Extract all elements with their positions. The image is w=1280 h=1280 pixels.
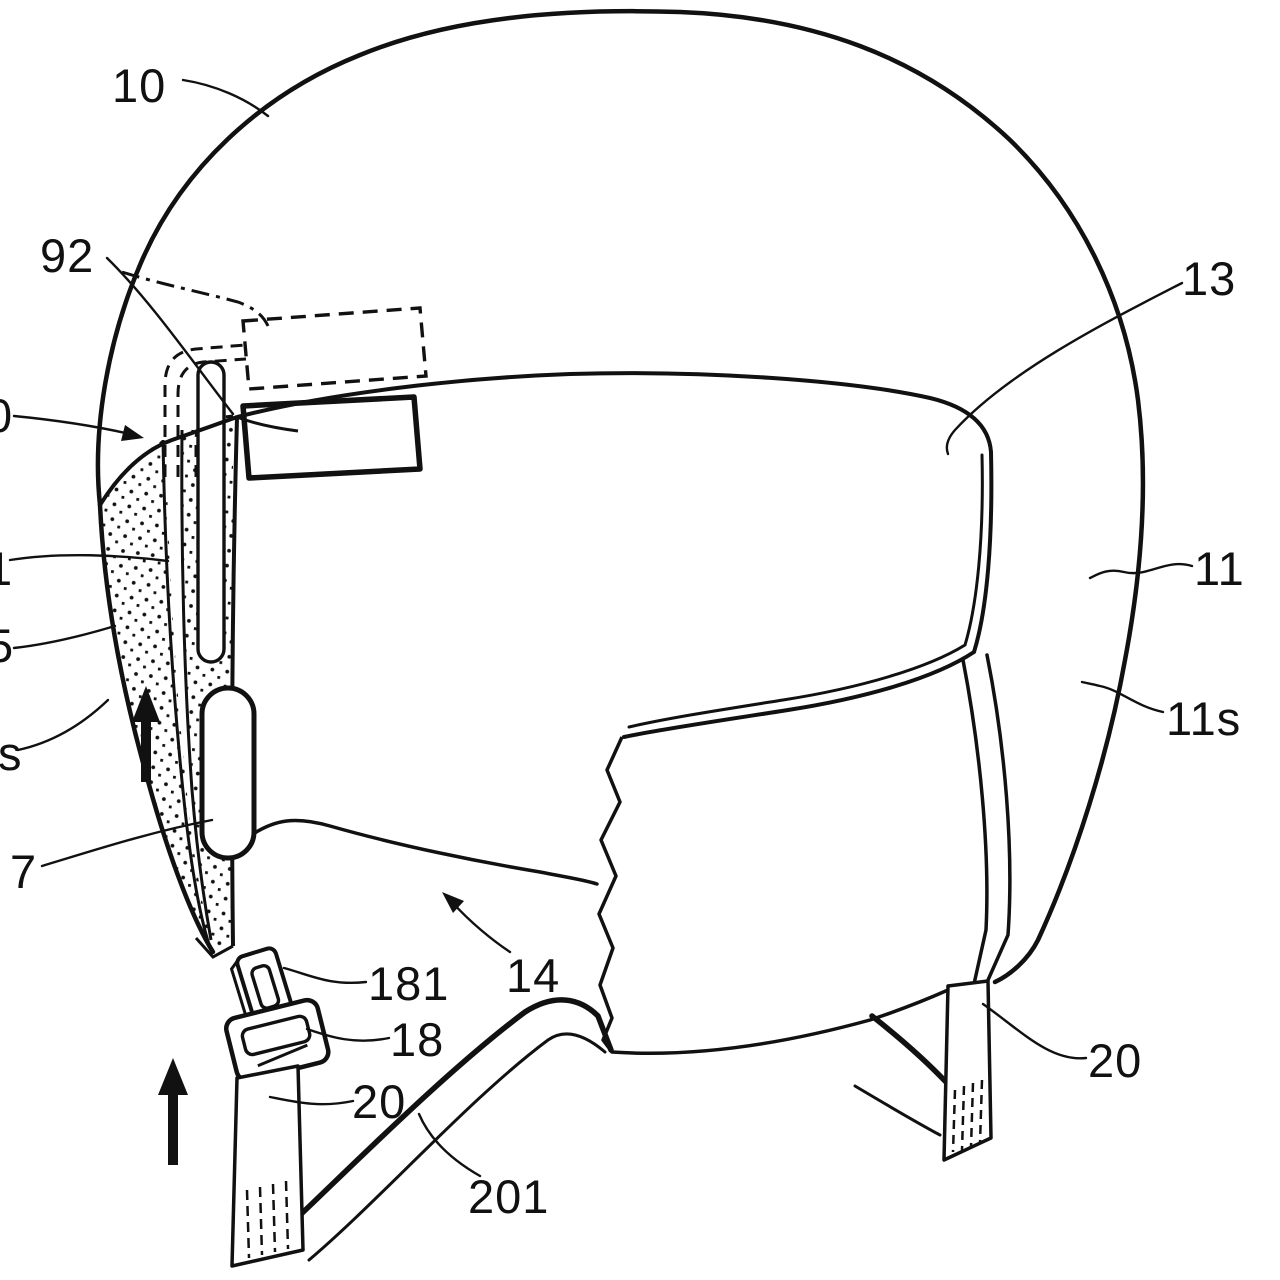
buckle-assembly <box>158 946 331 1268</box>
leader-20-right <box>981 1002 1088 1060</box>
hidden-box-dashed-rect <box>241 306 428 391</box>
strap-holder-capsule <box>199 685 257 861</box>
leader-edge-s <box>16 698 110 752</box>
ref-label-11: 11 <box>1194 542 1245 595</box>
ref-label-14: 14 <box>506 949 560 1002</box>
leader-11 <box>1088 563 1194 580</box>
rim-inner <box>961 658 989 986</box>
leader-7 <box>40 818 214 868</box>
duct-slot-tube <box>196 360 226 664</box>
leader-92 <box>105 256 235 416</box>
leader-edge-0 <box>12 414 132 436</box>
visor-edge-inner <box>627 453 984 729</box>
chin-bar <box>251 736 950 1055</box>
right-strap-body <box>942 979 993 1162</box>
leader-20-left <box>268 1095 355 1106</box>
helmet-shell <box>95 8 1146 985</box>
shell-front-lower-edge <box>97 502 216 955</box>
ref-label-edge-5: 5 <box>0 619 14 672</box>
chin-strap-201 <box>294 997 949 1262</box>
leader-13 <box>945 281 1184 456</box>
ref-label-20-right: 20 <box>1088 1034 1142 1087</box>
leader-edge-1 <box>8 553 170 563</box>
ref-label-edge-s: s <box>0 727 23 780</box>
leader-181 <box>282 966 368 984</box>
chin-bottom-edge <box>610 988 950 1055</box>
buckle-body-18 <box>224 997 331 1083</box>
leader-11s <box>1080 680 1165 714</box>
eyeport-top-edge <box>98 371 993 507</box>
shell-outline <box>95 8 1146 985</box>
jagged-break-line <box>597 736 624 1054</box>
face-opening-and-visor <box>98 371 1012 986</box>
dash-dot-lead-line <box>121 270 270 327</box>
ref-label-edge-1: 1 <box>0 542 13 595</box>
arrowhead-14-icon <box>442 892 464 913</box>
stippled-wedge <box>100 438 213 950</box>
reference-labels: 10 92 13 11 11s 7 181 18 20 14 201 20 0 … <box>0 59 1245 1223</box>
leader-14 <box>450 900 512 954</box>
ref-label-11s: 11s <box>1166 692 1241 745</box>
visor-edge-outer <box>622 450 994 739</box>
leader-201 <box>417 1112 482 1178</box>
ref-label-13: 13 <box>1182 252 1236 305</box>
rim-outer <box>985 653 1012 982</box>
leader-10 <box>181 78 270 118</box>
ref-label-181: 181 <box>368 957 449 1010</box>
ref-label-92: 92 <box>40 229 94 282</box>
arrowhead-edge-0-icon <box>121 425 144 441</box>
left-strap-stitching <box>245 1180 290 1259</box>
right-strap <box>942 979 993 1162</box>
ref-label-7: 7 <box>10 845 37 898</box>
right-strap-stitching <box>951 1079 984 1153</box>
visor-top-plate-rect <box>240 394 423 481</box>
leader-18 <box>305 1027 391 1042</box>
chin-rim-left <box>251 818 599 886</box>
airflow-up-arrow-icon <box>132 686 160 782</box>
left-strap-20 <box>230 1064 305 1268</box>
ref-label-201: 201 <box>468 1170 549 1223</box>
ref-label-20-left: 20 <box>352 1075 406 1128</box>
ref-label-18: 18 <box>390 1013 444 1066</box>
leader-lines <box>8 78 1194 1178</box>
ref-label-edge-0: 0 <box>0 389 13 442</box>
ref-label-10: 10 <box>112 59 166 112</box>
fasten-up-arrow-icon <box>158 1058 188 1165</box>
leader-edge-5 <box>12 624 117 650</box>
